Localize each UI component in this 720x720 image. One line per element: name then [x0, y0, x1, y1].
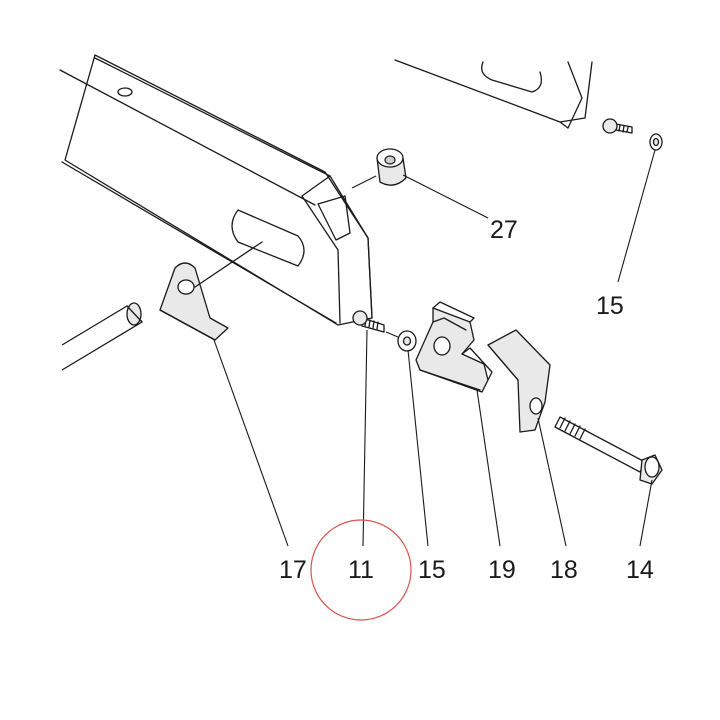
callout-14: 14 [626, 556, 654, 584]
leader-27 [402, 174, 489, 219]
callout-18: 18 [550, 556, 578, 584]
leader-lines [213, 149, 656, 547]
bushing [376, 148, 407, 186]
leader-11 [362, 329, 368, 547]
beam-slot [231, 209, 305, 267]
leader-15-top [617, 149, 656, 283]
shaft [61, 241, 263, 371]
lever-plate [487, 329, 551, 433]
callout-15-bottom: 15 [418, 556, 446, 584]
leader-15-bottom [407, 349, 429, 547]
callout-labels: 27 15 17 11 15 19 18 14 [279, 216, 654, 584]
leader-18 [537, 417, 567, 547]
washer [397, 330, 417, 352]
upper-bracket [394, 59, 593, 129]
callout-15-top: 15 [596, 292, 624, 320]
frame-beam [59, 54, 373, 326]
highlight-circle [310, 519, 412, 621]
leader-19 [476, 389, 501, 547]
callout-11: 11 [348, 556, 374, 584]
beam-hole [117, 87, 133, 97]
callout-19: 19 [488, 556, 516, 584]
screw [352, 310, 385, 333]
leader-17 [213, 339, 289, 547]
long-bolt [554, 416, 663, 485]
upper-bolt [602, 118, 663, 151]
callout-17: 17 [279, 556, 307, 584]
callout-27: 27 [490, 216, 518, 244]
pivot-bracket [159, 262, 229, 341]
leader-14 [639, 479, 653, 547]
clamp-block [415, 301, 493, 393]
